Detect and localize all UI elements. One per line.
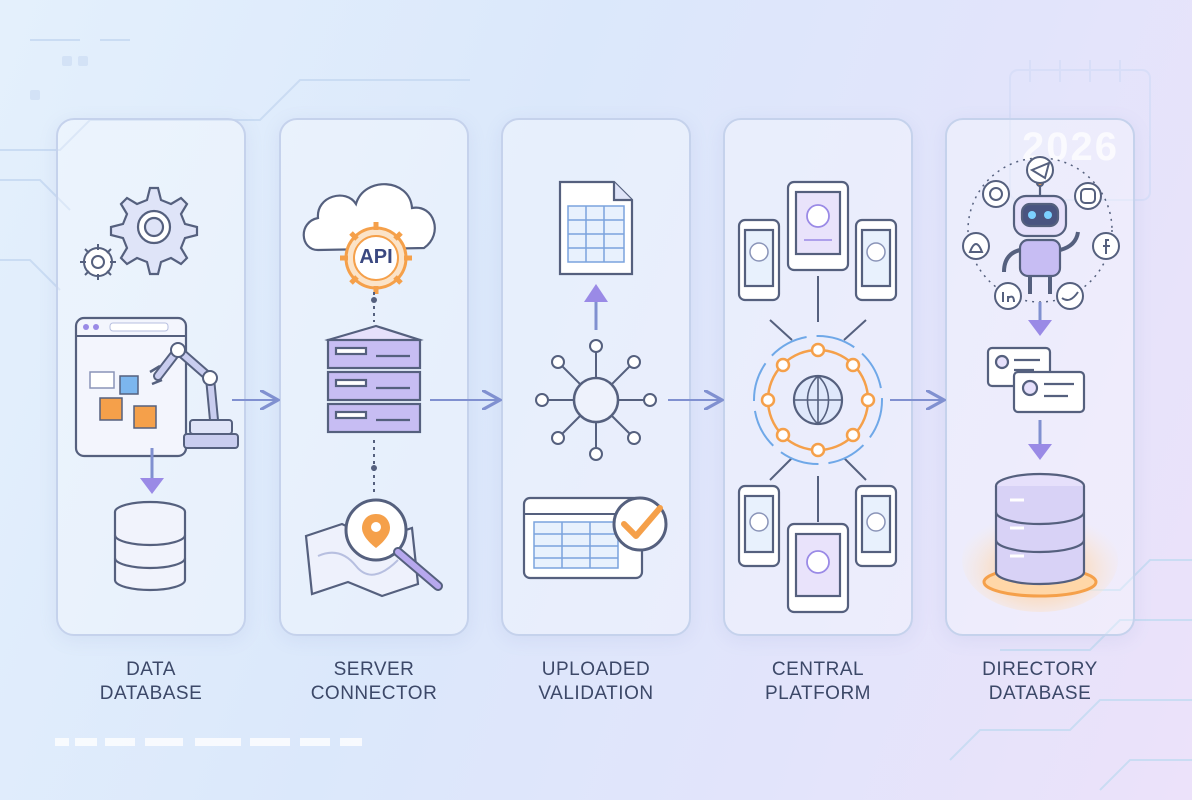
robot-arm-icon — [74, 316, 239, 458]
spreadsheet-icon — [558, 180, 634, 276]
stage-label-uploaded-validation: UPLOADED VALIDATION — [501, 658, 691, 706]
snapchat-icon — [962, 232, 990, 260]
stage-label-line1: UPLOADED — [541, 659, 651, 680]
tablet-icon — [786, 522, 850, 614]
contact-card-icon — [986, 346, 1086, 414]
small-gear-icon — [80, 244, 116, 280]
database-icon — [113, 500, 187, 592]
server-rack-icon — [324, 324, 424, 434]
up-arrow — [584, 284, 608, 330]
phone-icon — [737, 484, 781, 568]
linkedin-icon — [994, 282, 1022, 310]
down-arrow-3 — [1028, 420, 1052, 460]
phone-icon — [854, 484, 898, 568]
stage-label-server-connector: SERVER CONNECTOR — [279, 658, 469, 706]
glowing-database-icon — [962, 472, 1118, 612]
stage-label-data-database: DATA DATABASE — [56, 658, 246, 706]
down-arrow-2 — [1028, 302, 1052, 336]
stage-label-line2: DATABASE — [988, 683, 1092, 704]
stage-label-line2: VALIDATION — [538, 683, 654, 704]
phone-icon — [854, 218, 898, 302]
whatsapp-icon — [982, 180, 1010, 208]
cloud-api-icon — [302, 183, 436, 294]
twitter-icon — [1056, 282, 1084, 310]
stage-label-line2: CONNECTOR — [310, 683, 438, 704]
api-label: API — [359, 246, 393, 268]
network-hub-icon — [535, 339, 657, 461]
stage-label-directory-database: DIRECTORY DATABASE — [945, 658, 1135, 706]
stage-label-line1: SERVER — [333, 659, 415, 680]
phone-icon — [737, 218, 781, 302]
facebook-icon — [1092, 232, 1120, 260]
map-search-icon — [304, 498, 443, 598]
stage-label-line2: PLATFORM — [764, 683, 872, 704]
instagram-icon — [1074, 182, 1102, 210]
stage-label-line1: DIRECTORY — [982, 659, 1098, 680]
validated-table-icon — [522, 496, 668, 580]
globe-icon — [753, 335, 883, 465]
tablet-icon — [786, 180, 850, 272]
telegram-icon — [1026, 156, 1054, 184]
stage-label-line2: DATABASE — [99, 683, 203, 704]
stage-label-line1: CENTRAL — [771, 659, 865, 680]
stage-label-line1: DATA — [126, 659, 176, 680]
gear-icon — [109, 186, 199, 276]
down-arrow-1 — [140, 448, 164, 494]
chatbot-icon — [1002, 178, 1080, 294]
stage-label-central-platform: CENTRAL PLATFORM — [723, 658, 913, 706]
